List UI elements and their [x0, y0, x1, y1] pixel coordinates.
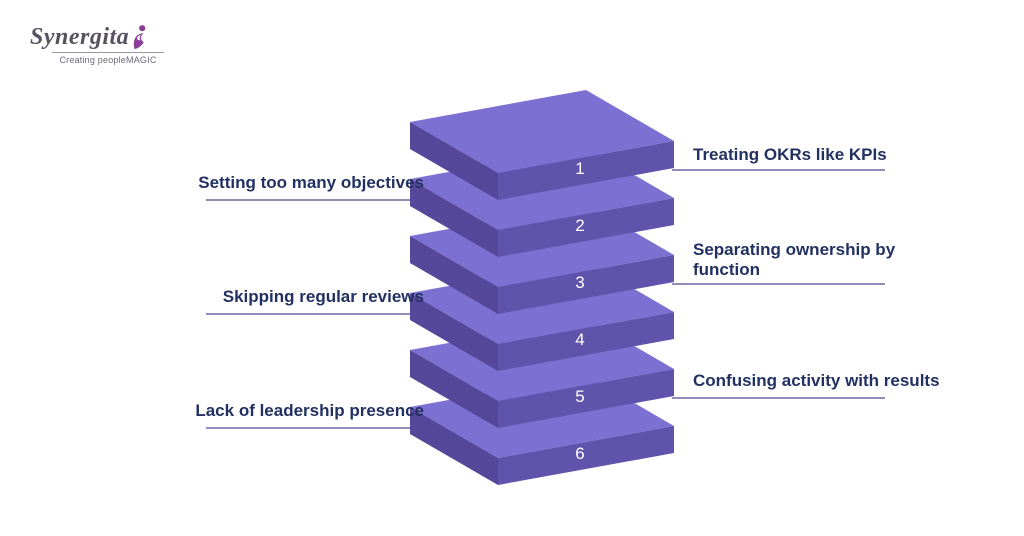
layer-label-6: Lack of leadership presence [195, 401, 424, 420]
logo-brand-text: Synergita [30, 24, 130, 50]
layer-label-1: Treating OKRs like KPIs [693, 145, 887, 164]
layer-label-3: Separating ownership by function [693, 240, 896, 279]
layer-left-face [410, 179, 498, 257]
layer-front-face [498, 198, 674, 257]
layer-number: 5 [575, 387, 584, 406]
logo-divider [52, 52, 164, 53]
layer-front-face [498, 426, 674, 485]
layer-left-face [410, 236, 498, 314]
layer-left-face [410, 350, 498, 428]
logo-tagline: Creating peopleMAGIC [59, 55, 157, 65]
layer-front-face [498, 255, 674, 314]
layer-number: 3 [575, 273, 584, 292]
layer-front-face [498, 369, 674, 428]
layer-1-slab: 1 [410, 90, 674, 200]
layer-label-5: Confusing activity with results [693, 371, 940, 390]
layer-number: 6 [575, 444, 584, 463]
layer-front-face [498, 141, 674, 200]
layer-top-face [410, 90, 674, 173]
layer-label-4: Skipping regular reviews [222, 287, 424, 306]
layer-number: 4 [575, 330, 584, 349]
layer-label-2: Setting too many objectives [198, 173, 424, 192]
synergita-swirl-icon [134, 25, 146, 49]
layer-left-face [410, 407, 498, 485]
synergita-logo: Synergita Creating peopleMAGIC [30, 24, 170, 65]
layer-left-face [410, 293, 498, 371]
layer-front-face [498, 312, 674, 371]
layer-number: 2 [575, 216, 584, 235]
layer-number: 1 [575, 159, 584, 178]
layer-left-face [410, 122, 498, 200]
